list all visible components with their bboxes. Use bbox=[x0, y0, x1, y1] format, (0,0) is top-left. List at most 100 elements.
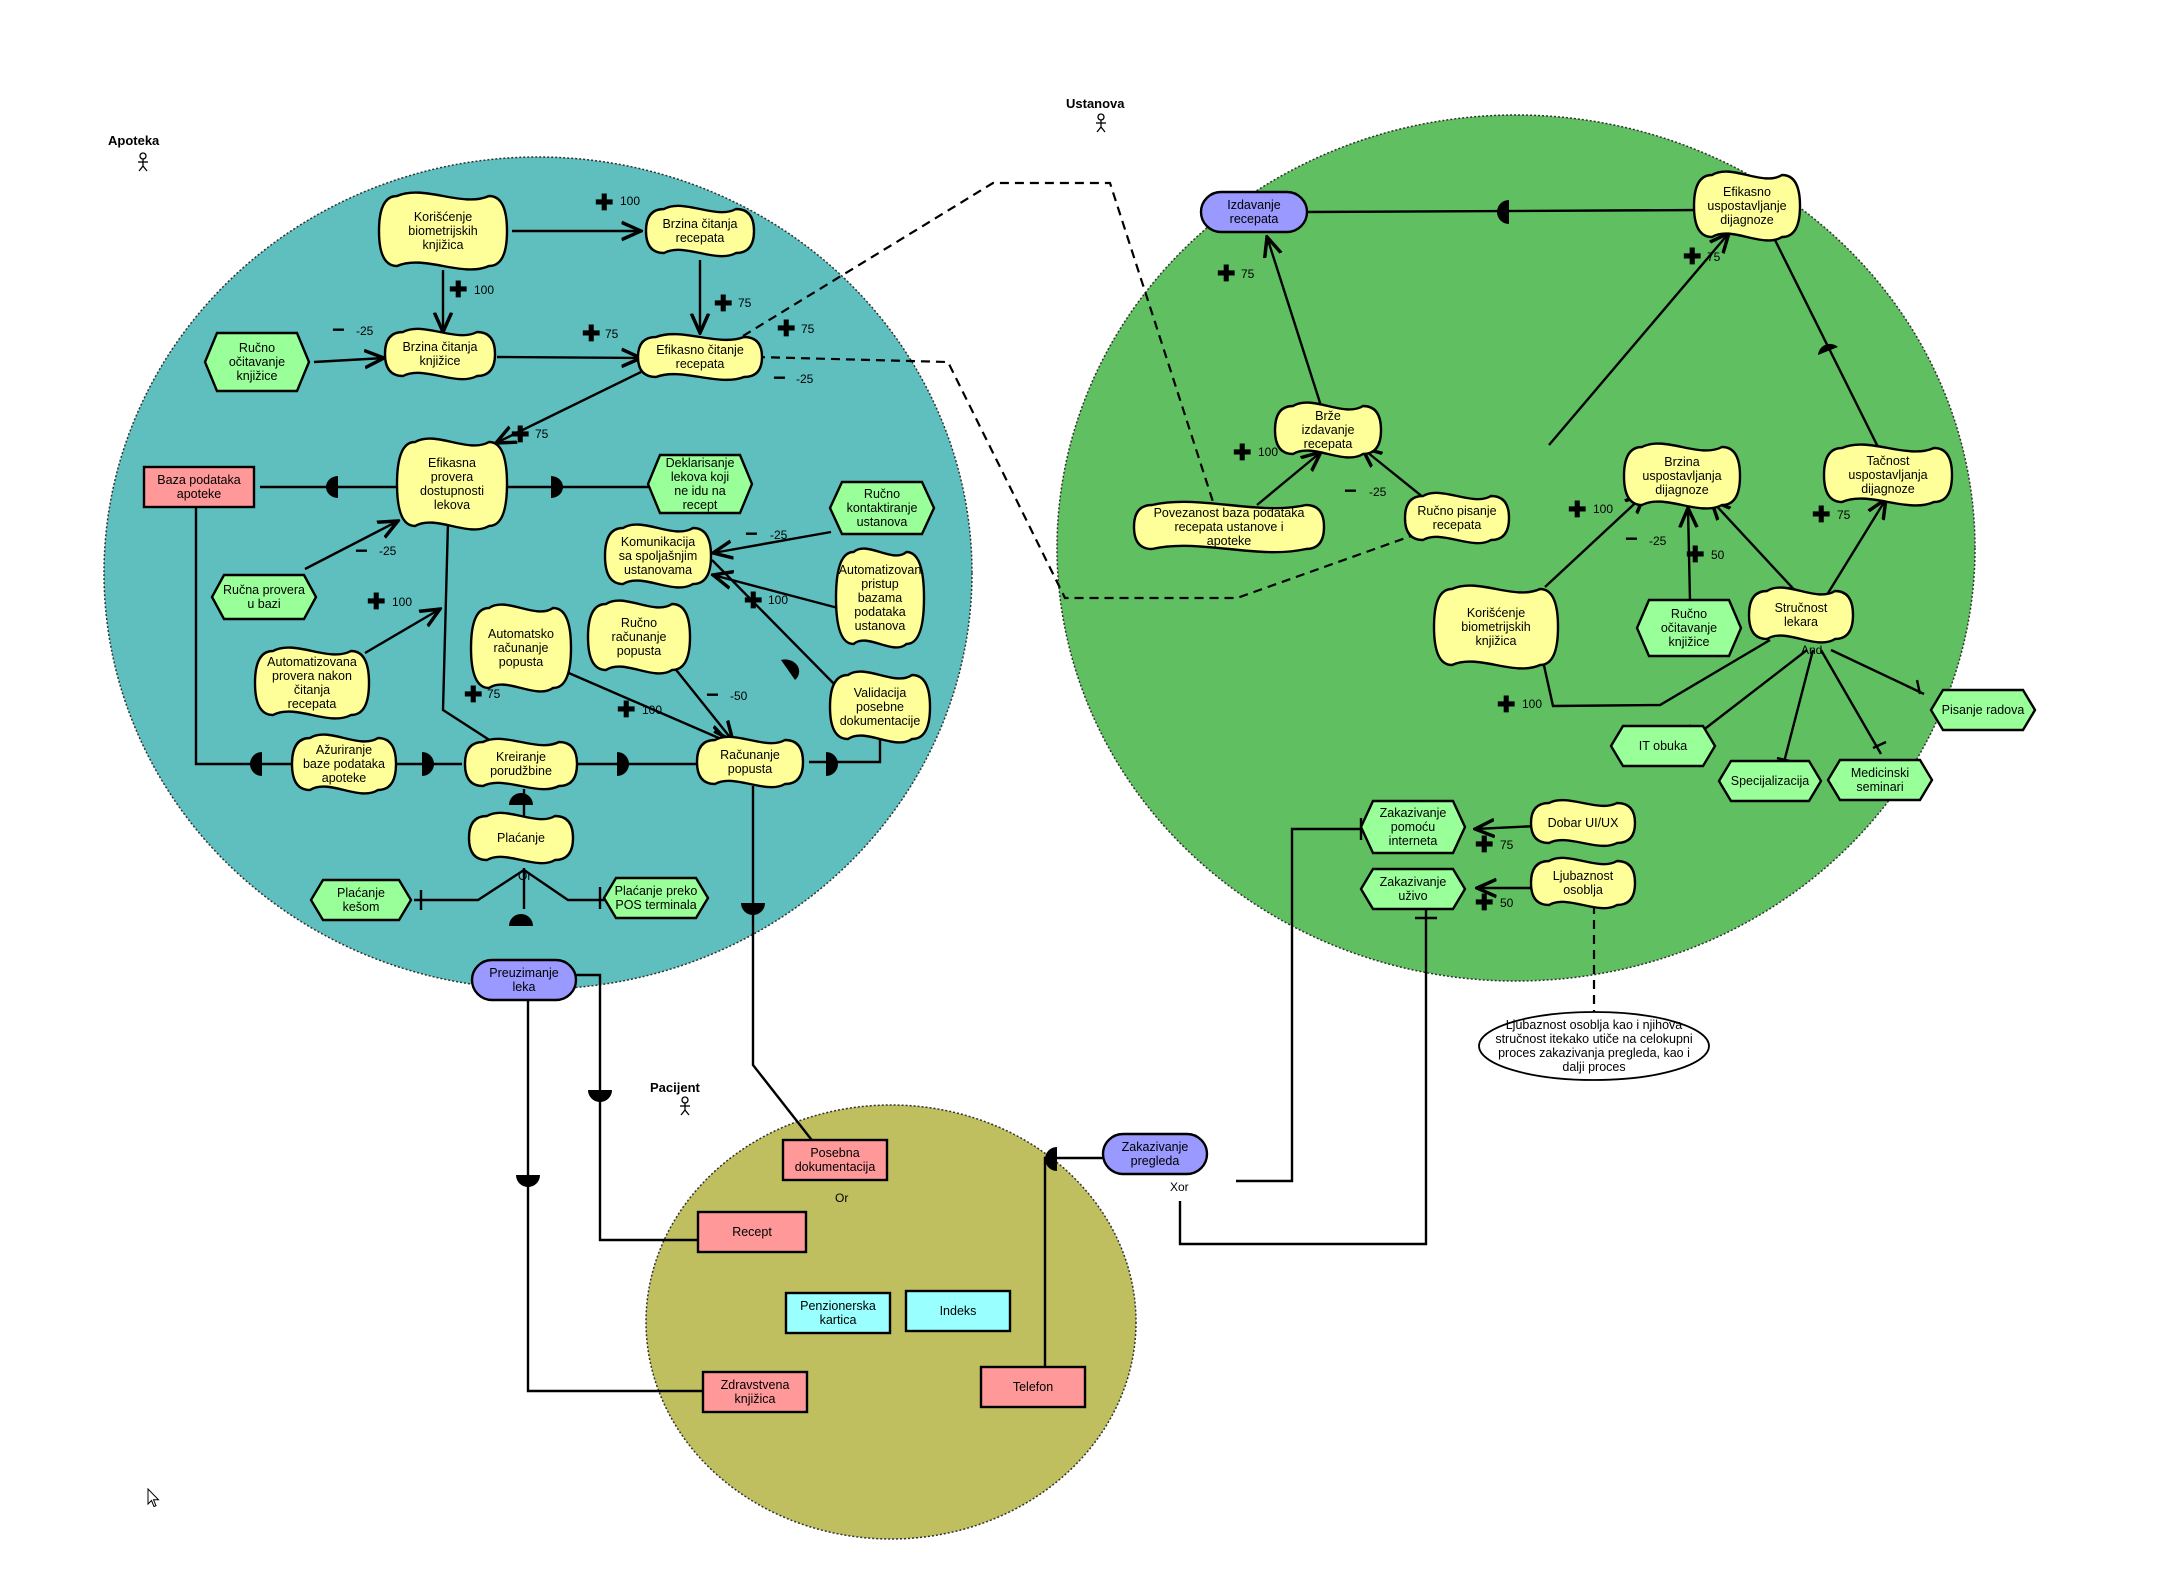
node-p-recept[interactable]: Recept bbox=[696, 1210, 808, 1254]
node-label: knjižica bbox=[1476, 634, 1517, 648]
node-label: knjižice bbox=[420, 354, 461, 368]
node-label: IT obuka bbox=[1639, 739, 1687, 753]
node-label: računanje bbox=[612, 630, 667, 644]
contribution-value: 75 bbox=[1241, 267, 1255, 281]
node-label: knjižice bbox=[237, 369, 278, 383]
node-u-it-obuka[interactable]: IT obuka bbox=[1609, 724, 1717, 768]
node-p-telefon[interactable]: Telefon bbox=[979, 1365, 1087, 1409]
node-label: Posebna bbox=[810, 1146, 859, 1160]
node-a-autom-pristup[interactable]: Automatizovanpristupbazamapodatakaustano… bbox=[834, 547, 926, 649]
node-label: Deklarisanje bbox=[666, 456, 735, 470]
node-label: baze podataka bbox=[303, 757, 385, 771]
svg-text:−: − bbox=[706, 682, 719, 707]
node-label: seminari bbox=[1856, 780, 1903, 794]
svg-text:✚: ✚ bbox=[777, 316, 795, 341]
contribution-value: 75 bbox=[1707, 250, 1721, 264]
node-u-radovi[interactable]: Pisanje radova bbox=[1929, 688, 2037, 732]
node-label: Ručno bbox=[864, 487, 900, 501]
node-label: Telefon bbox=[1013, 1380, 1053, 1394]
node-label: Ručno bbox=[239, 341, 275, 355]
contribution-value: 100 bbox=[474, 283, 494, 297]
node-u-uiux[interactable]: Dobar UI/UX bbox=[1529, 798, 1637, 848]
contribution-value: 50 bbox=[1500, 896, 1514, 910]
contribution-value: 75 bbox=[801, 322, 815, 336]
node-label: Brzina bbox=[1664, 455, 1699, 469]
node-label: očitavanje bbox=[229, 355, 285, 369]
node-label: čitanja bbox=[294, 683, 330, 697]
node-label: recepata bbox=[1304, 437, 1353, 451]
node-label: dostupnosti bbox=[420, 484, 484, 498]
contribution-labels: ✚100 ✚100 −-25 ✚75 ✚75 ✚75 −-25 ✚75 −-25… bbox=[332, 190, 1851, 915]
note-text: Ljubaznost osoblja kao i njihova bbox=[1506, 1018, 1683, 1032]
node-p-indeks[interactable]: Indeks bbox=[904, 1289, 1012, 1333]
svg-text:✚: ✚ bbox=[1568, 497, 1586, 522]
node-label: Ručno bbox=[1671, 607, 1707, 621]
node-label: lekara bbox=[1784, 615, 1818, 629]
contribution-value: 100 bbox=[620, 194, 640, 208]
svg-text:−: − bbox=[1344, 478, 1357, 503]
node-label: recepata bbox=[288, 697, 337, 711]
node-label: Tačnost bbox=[1866, 454, 1910, 468]
node-label: POS terminala bbox=[615, 898, 696, 912]
actor-icon bbox=[138, 152, 148, 172]
contribution-value: 100 bbox=[642, 703, 662, 717]
contribution-value: -25 bbox=[770, 528, 788, 542]
node-label: apoteke bbox=[1207, 534, 1252, 548]
node-label: Plaćanje bbox=[337, 886, 385, 900]
node-a-placanje[interactable]: Plaćanje bbox=[467, 811, 575, 865]
contribution-value: 100 bbox=[1258, 445, 1278, 459]
node-label: Automatizovan bbox=[839, 563, 922, 577]
node-label: apoteke bbox=[322, 771, 367, 785]
contribution-value: 75 bbox=[605, 327, 619, 341]
node-label: Baza podataka bbox=[157, 473, 240, 487]
node-label: interneta bbox=[1389, 834, 1438, 848]
node-label: dijagnoze bbox=[1655, 483, 1709, 497]
actor-label-apoteka: Apoteka bbox=[108, 133, 160, 148]
node-label: popusta bbox=[499, 655, 544, 669]
node-u-specijalizacija[interactable]: Specijalizacija bbox=[1717, 759, 1823, 803]
node-label: Ažuriranje bbox=[316, 743, 372, 757]
node-label: knjižice bbox=[1669, 635, 1710, 649]
node-label: recepata bbox=[1433, 518, 1482, 532]
node-label: Ljubaznost bbox=[1553, 869, 1614, 883]
